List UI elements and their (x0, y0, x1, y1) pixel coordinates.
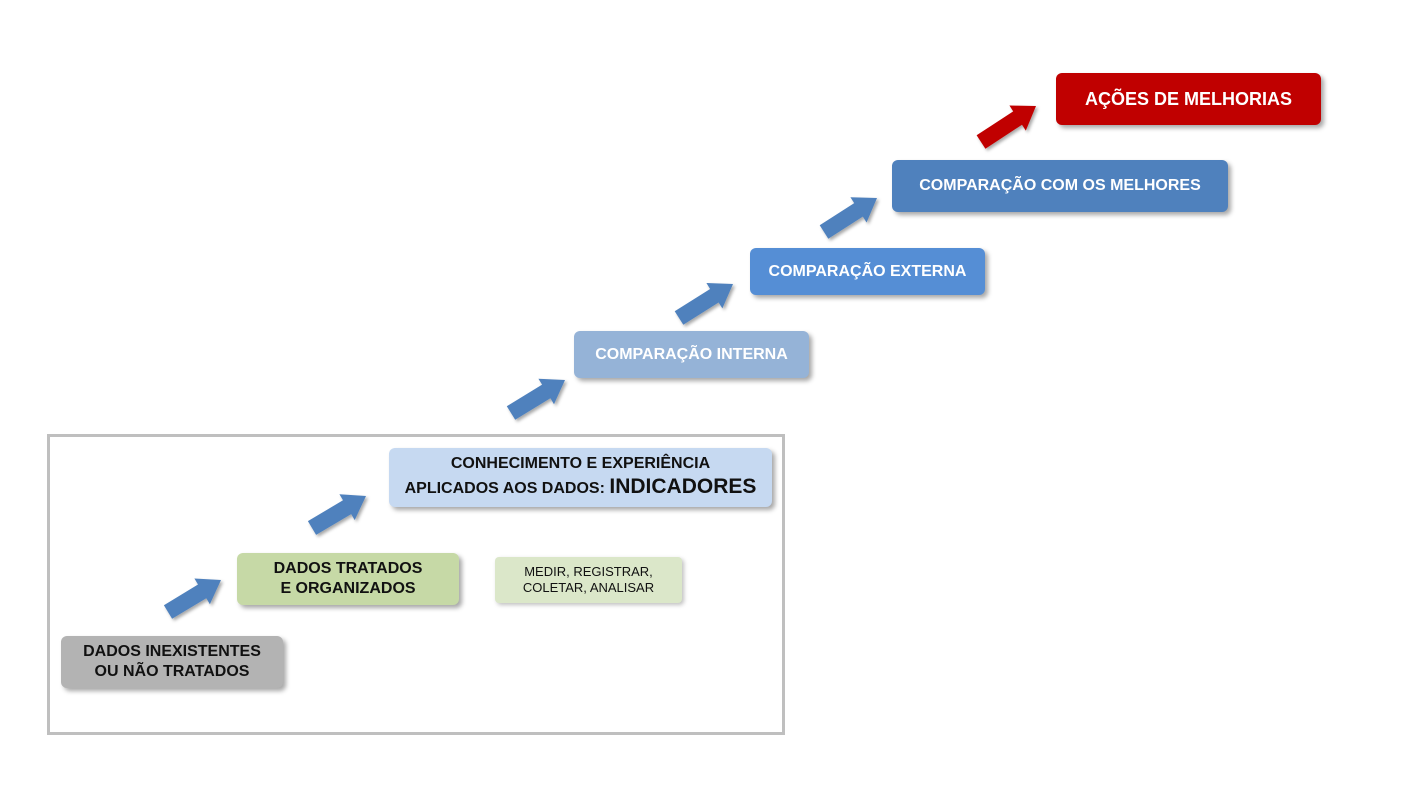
step-conhecimento-indicadores: CONHECIMENTO E EXPERIÊNCIA APLICADOS AOS… (389, 448, 772, 507)
step-dados-tratados: DADOS TRATADOS E ORGANIZADOS (237, 553, 459, 605)
note-medir-registrar: MEDIR, REGISTRAR, COLETAR, ANALISAR (495, 557, 682, 603)
arrow-4 (674, 283, 733, 325)
arrow-3 (506, 378, 565, 420)
arrow-5 (819, 197, 877, 239)
step-label: COMPARAÇÃO COM OS MELHORES (919, 177, 1201, 194)
foundation-frame (47, 434, 785, 735)
arrow-6 (976, 105, 1036, 149)
step-label: COMPARAÇÃO EXTERNA (768, 262, 967, 280)
step-label-line2: E ORGANIZADOS (280, 580, 416, 597)
step-label-line2: OU NÃO TRATADOS (94, 663, 250, 680)
step-comparacao-externa: COMPARAÇÃO EXTERNA (750, 248, 985, 295)
step-label-line2: APLICADOS AOS DADOS: INDICADORES (405, 474, 757, 500)
arrow-1 (163, 578, 221, 619)
note-label-line1: MEDIR, REGISTRAR, (524, 563, 653, 579)
step-dados-inexistentes: DADOS INEXISTENTES OU NÃO TRATADOS (61, 636, 283, 688)
step-comparacao-melhores: COMPARAÇÃO COM OS MELHORES (892, 160, 1228, 212)
indicadores-label: INDICADORES (609, 475, 757, 499)
step-label-line1: CONHECIMENTO E EXPERIÊNCIA (450, 455, 711, 473)
step-label-line1: DADOS INEXISTENTES (83, 643, 261, 660)
step-label: AÇÕES DE MELHORIAS (1084, 88, 1293, 109)
step-acoes-melhorias: AÇÕES DE MELHORIAS (1056, 73, 1321, 125)
step-label: COMPARAÇÃO INTERNA (595, 345, 788, 363)
step-label-line2a: APLICADOS AOS DADOS: (404, 480, 610, 498)
note-label-line2: COLETAR, ANALISAR (522, 580, 655, 595)
step-label-line1: DADOS TRATADOS (273, 560, 423, 577)
arrow-2 (307, 494, 366, 535)
step-comparacao-interna: COMPARAÇÃO INTERNA (574, 331, 809, 378)
